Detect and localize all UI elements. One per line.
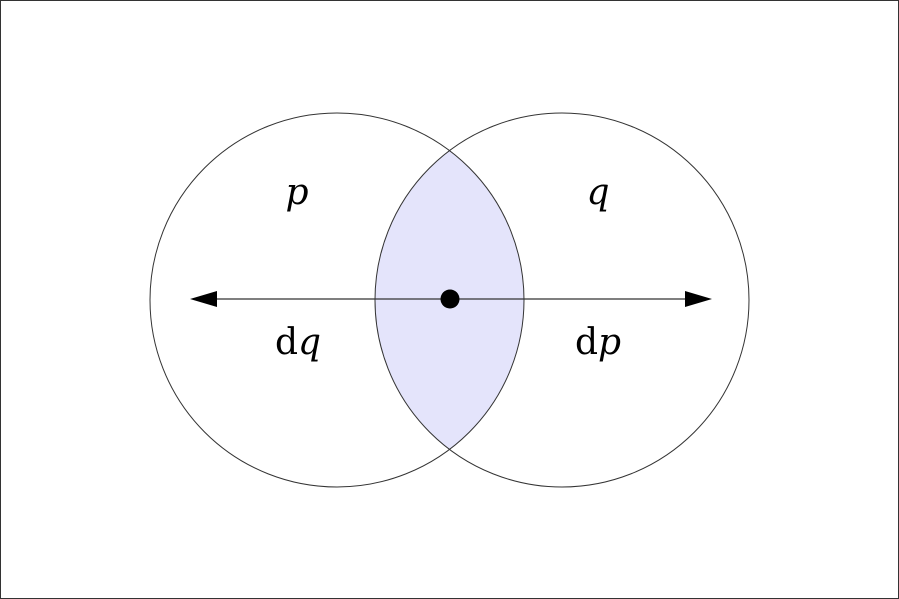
right-arrowhead-icon [685, 291, 712, 307]
label-dp-d: d [575, 322, 598, 363]
left-circle [149, 112, 525, 488]
label-dp-var: p [598, 322, 621, 363]
label-p: p [285, 172, 308, 213]
label-dq: dq [275, 322, 321, 363]
right-circle [374, 112, 750, 488]
label-q: q [586, 172, 609, 213]
label-dq-var: q [298, 322, 321, 363]
label-dq-d: d [275, 322, 298, 363]
label-dp: dp [575, 322, 621, 363]
center-point [440, 289, 460, 309]
left-arrowhead-icon [190, 291, 217, 307]
